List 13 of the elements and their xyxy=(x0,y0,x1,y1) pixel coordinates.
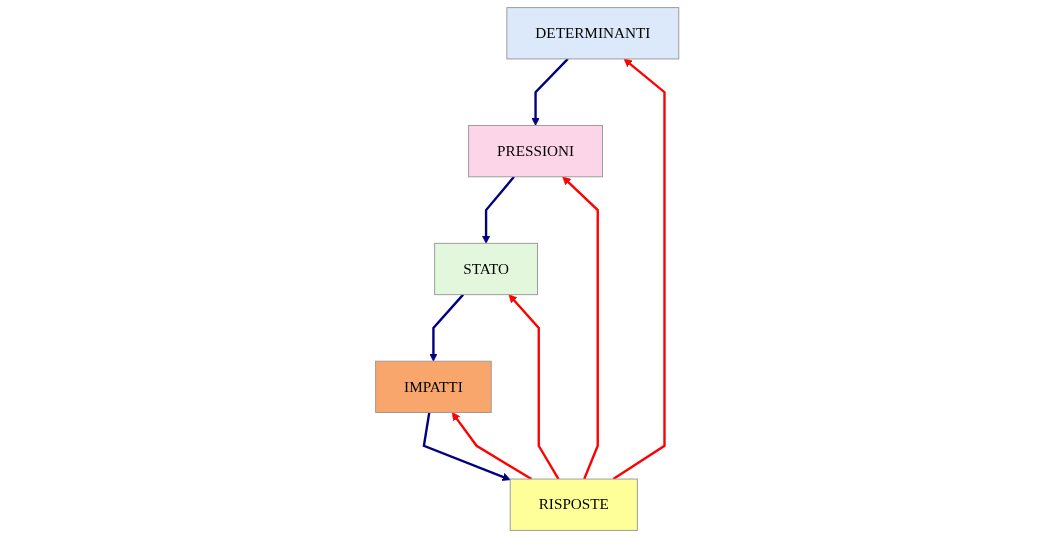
node-box: IMPATTI xyxy=(374,360,492,413)
arrow xyxy=(481,176,515,244)
arrow xyxy=(451,412,532,481)
node-box: STATO xyxy=(434,242,538,296)
arrow xyxy=(508,294,560,480)
node-box: DETERMINANTI xyxy=(506,7,680,60)
arrow xyxy=(429,293,464,362)
arrow xyxy=(531,58,569,126)
arrow xyxy=(612,58,666,481)
node-box: PRESSIONI xyxy=(467,125,603,178)
arrow xyxy=(562,176,599,480)
arrow xyxy=(422,412,511,481)
node-box: RISPOSTE xyxy=(509,478,638,531)
